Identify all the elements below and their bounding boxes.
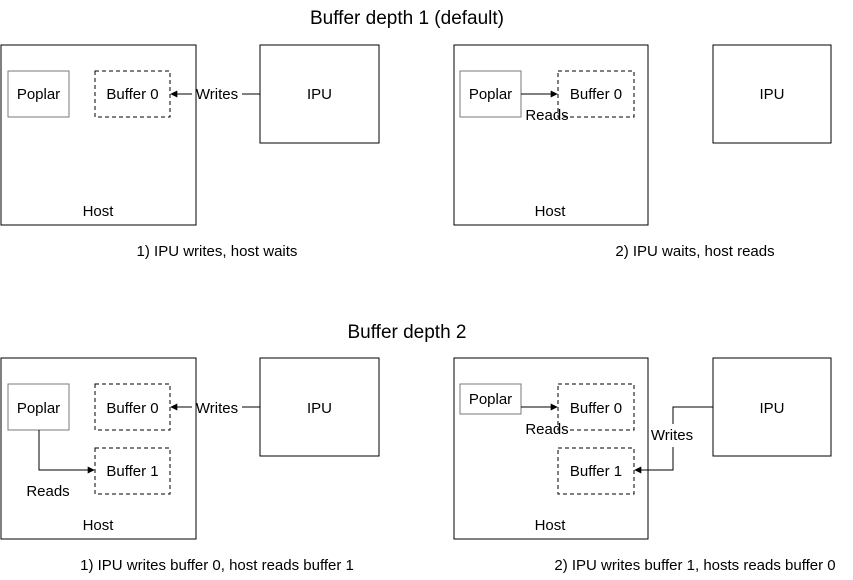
poplar-box xyxy=(459,383,522,415)
writes-label: Writes xyxy=(196,400,238,417)
reads-label: Reads xyxy=(525,421,568,438)
poplar-box xyxy=(7,70,70,118)
panel-caption: 2) IPU waits, host reads xyxy=(615,243,774,260)
panel-caption: 1) IPU writes, host waits xyxy=(137,243,298,260)
writes-label: Writes xyxy=(651,427,693,444)
poplar-label: Poplar xyxy=(469,391,512,408)
ipu-label: IPU xyxy=(759,86,784,103)
ipu-box xyxy=(712,44,832,144)
buffer-0-box xyxy=(557,383,635,431)
buffer-0-label: Buffer 0 xyxy=(106,86,158,103)
poplar-box xyxy=(7,383,70,431)
buffer-0-label: Buffer 0 xyxy=(570,86,622,103)
poplar-label: Poplar xyxy=(17,86,60,103)
panel-caption: 1) IPU writes buffer 0, host reads buffe… xyxy=(80,557,354,574)
ipu-label: IPU xyxy=(759,400,784,417)
host-label: Host xyxy=(83,517,115,534)
reads-arrow xyxy=(38,430,95,474)
writes-connector xyxy=(672,406,713,424)
reads-label: Reads xyxy=(26,483,69,500)
ipu-box xyxy=(259,357,380,457)
buffer-1-box xyxy=(94,447,171,495)
ipu-box xyxy=(712,357,832,457)
poplar-label: Poplar xyxy=(17,400,60,417)
buffer-1-label: Buffer 1 xyxy=(106,463,158,480)
reads-label: Reads xyxy=(525,107,568,124)
ipu-label: IPU xyxy=(307,400,332,417)
buffer-0-box xyxy=(557,70,635,118)
poplar-label: Poplar xyxy=(469,86,512,103)
buffer-1-box xyxy=(557,447,635,495)
buffer-1-label: Buffer 1 xyxy=(570,463,622,480)
panel-caption: 2) IPU writes buffer 1, hosts reads buff… xyxy=(554,557,835,574)
panel-depth2-step2: Host Poplar Buffer 0 Buffer 1 IPU Reads … xyxy=(453,357,836,574)
host-label: Host xyxy=(535,517,567,534)
panel-depth1-step1: Host Poplar Buffer 0 IPU Writes 1) IPU w… xyxy=(0,44,380,260)
host-label: Host xyxy=(83,203,115,220)
buffer-0-box xyxy=(94,70,171,118)
host-label: Host xyxy=(535,203,567,220)
ipu-box xyxy=(259,44,380,144)
buffer-0-label: Buffer 0 xyxy=(570,400,622,417)
buffer-0-box xyxy=(94,383,171,431)
writes-arrow xyxy=(634,447,674,474)
writes-label: Writes xyxy=(196,86,238,103)
buffer-0-label: Buffer 0 xyxy=(106,400,158,417)
section-title-depth-1: Buffer depth 1 (default) xyxy=(310,8,504,29)
poplar-box xyxy=(459,70,522,118)
section-title-depth-2: Buffer depth 2 xyxy=(347,322,466,343)
panel-depth2-step1: Host Poplar Buffer 0 Buffer 1 IPU Writes… xyxy=(0,357,380,574)
panel-depth1-step2: Host Poplar Buffer 0 IPU Reads 2) IPU wa… xyxy=(453,44,832,260)
ipu-label: IPU xyxy=(307,86,332,103)
